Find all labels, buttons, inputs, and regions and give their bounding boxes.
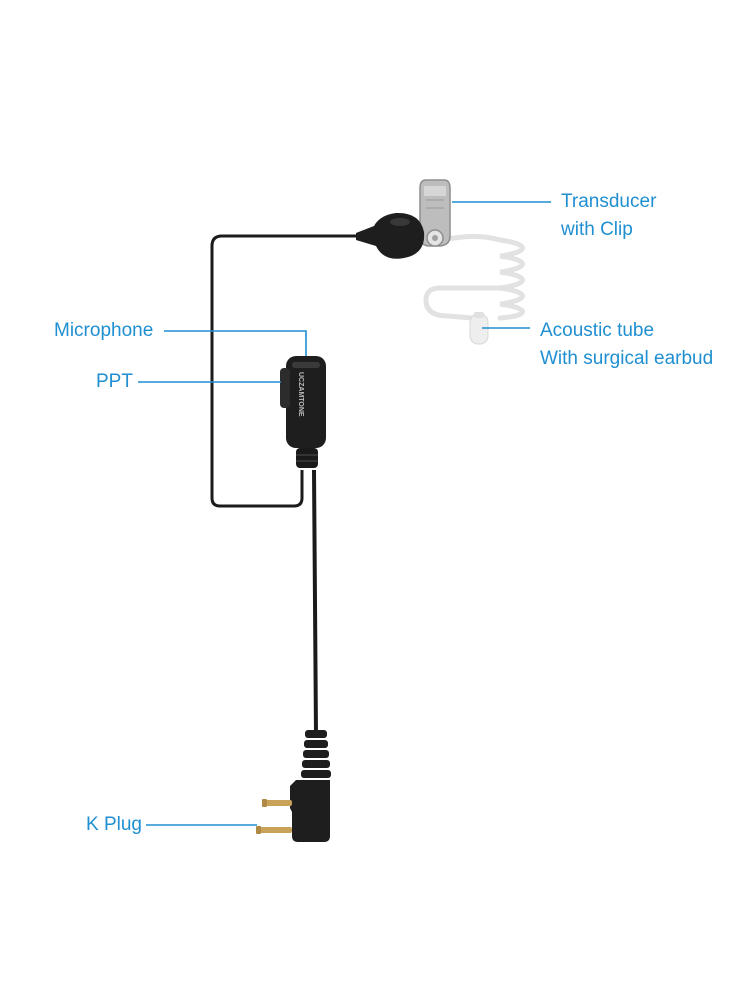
label-microphone: Microphone [54, 320, 154, 341]
k-plug-strain-relief [301, 730, 331, 778]
label-acoustic-tube-line1: Acoustic tube [540, 320, 655, 341]
main-cable [312, 469, 318, 736]
transducer-clip [419, 179, 451, 247]
cable-loop [210, 234, 362, 508]
label-acoustic-tube-line2: With surgical earbud [540, 348, 714, 369]
leader-microphone [164, 330, 307, 356]
label-ppt: PPT [96, 371, 133, 392]
leader-lines [138, 201, 551, 826]
earbud-icon [469, 312, 489, 345]
k-plug [256, 730, 331, 842]
ptt-microphone-body: UCZAMTONE [280, 356, 326, 468]
k-plug-pin-long [258, 827, 292, 833]
label-transducer-line2: with Clip [561, 219, 633, 240]
label-k-plug: K Plug [86, 814, 142, 835]
brand-logo-text: UCZAMTONE [297, 372, 304, 417]
label-transducer-line1: Transducer [561, 191, 657, 212]
transducer-body [356, 212, 425, 259]
k-plug-pin-short [264, 800, 292, 806]
